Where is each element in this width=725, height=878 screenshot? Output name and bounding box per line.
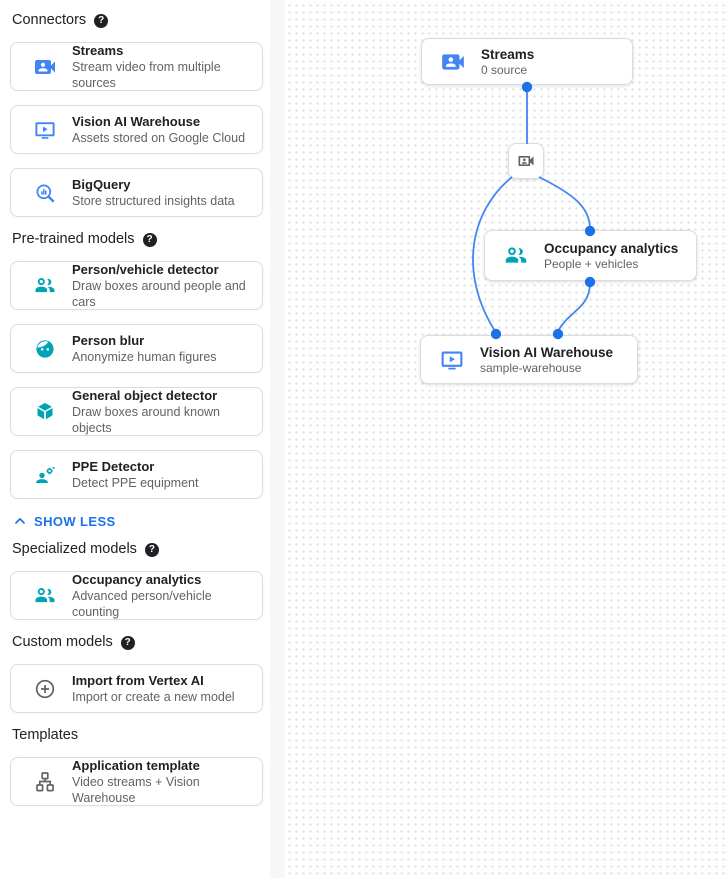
palette-card-vision-ai-warehouse[interactable]: Vision AI Warehouse Assets stored on Goo… — [10, 105, 263, 154]
graph-node-occupancy-analytics[interactable]: Occupancy analytics People + vehicles — [484, 230, 697, 281]
graph-node-stream-source[interactable] — [508, 143, 544, 179]
card-title: Streams — [72, 42, 124, 58]
section-templates: Templates Application template Video str… — [10, 727, 263, 806]
section-title: Connectors — [12, 12, 87, 28]
card-title: General object detector — [72, 387, 218, 403]
card-title: Vision AI Warehouse — [72, 113, 201, 129]
palette-card-import-from-vertex-ai[interactable]: Import from Vertex AI Import or create a… — [10, 664, 263, 713]
card-title: Import from Vertex AI — [72, 672, 204, 688]
palette-card-bigquery[interactable]: BigQuery Store structured insights data — [10, 168, 263, 217]
people-group-icon — [503, 243, 529, 269]
card-title: Application template — [72, 757, 200, 773]
people-group-icon — [33, 584, 57, 608]
sidebar-scrollbar[interactable] — [270, 0, 285, 878]
help-icon[interactable]: ? — [144, 542, 159, 557]
ppe-person-icon — [33, 463, 57, 487]
card-title: PPE Detector — [72, 458, 155, 474]
section-title: Templates — [12, 727, 79, 743]
help-icon[interactable]: ? — [94, 13, 109, 28]
card-subtitle: Store structured insights data — [72, 193, 235, 208]
edge-occupancy-to-warehouse — [557, 282, 591, 332]
component-palette-sidebar: Connectors ? Streams Stream video from m… — [0, 0, 270, 878]
video-camera-icon — [440, 49, 466, 75]
palette-card-person-vehicle-detector[interactable]: Person/vehicle detector Draw boxes aroun… — [10, 261, 263, 310]
graph-node-vision-ai-warehouse[interactable]: Vision AI Warehouse sample-warehouse — [420, 335, 638, 384]
section-connectors: Connectors ? Streams Stream video from m… — [10, 12, 263, 217]
node-subtitle: People + vehicles — [544, 256, 639, 271]
section-specialized-models: Specialized models ? Occupancy analytics… — [10, 541, 263, 620]
card-subtitle: Detect PPE equipment — [72, 475, 199, 490]
card-subtitle: Draw boxes around people and cars — [72, 278, 246, 309]
face-icon — [33, 337, 57, 361]
palette-card-ppe-detector[interactable]: PPE Detector Detect PPE equipment — [10, 450, 263, 499]
card-subtitle: Stream video from multiple sources — [72, 59, 221, 90]
help-icon[interactable]: ? — [142, 232, 157, 247]
graph-canvas[interactable]: Streams 0 source Occupancy analytics Peo… — [285, 0, 725, 878]
card-subtitle: Anonymize human figures — [72, 349, 217, 364]
plus-circle-icon — [33, 677, 57, 701]
warehouse-monitor-icon — [33, 118, 57, 142]
card-subtitle: Video streams + Vision Warehouse — [72, 774, 200, 805]
card-subtitle: Draw boxes around known objects — [72, 404, 220, 435]
edge-source-to-occupancy — [538, 176, 591, 230]
card-subtitle: Advanced person/vehicle counting — [72, 588, 212, 619]
card-title: BigQuery — [72, 176, 131, 192]
people-group-icon — [33, 274, 57, 298]
section-title: Specialized models — [12, 541, 137, 557]
chevron-up-icon — [12, 513, 28, 529]
video-camera-icon — [33, 55, 57, 79]
show-less-link[interactable]: SHOW LESS — [12, 513, 263, 529]
node-subtitle: sample-warehouse — [480, 360, 582, 375]
card-subtitle: Import or create a new model — [72, 689, 235, 704]
show-less-label: SHOW LESS — [34, 513, 116, 529]
warehouse-monitor-icon — [439, 347, 465, 373]
card-title: Person blur — [72, 332, 145, 348]
bigquery-icon — [33, 181, 57, 205]
palette-card-general-object-detector[interactable]: General object detector Draw boxes aroun… — [10, 387, 263, 436]
palette-card-person-blur[interactable]: Person blur Anonymize human figures — [10, 324, 263, 373]
cube-icon — [33, 400, 57, 424]
section-title: Pre-trained models — [12, 231, 135, 247]
graph-edges — [472, 81, 596, 340]
section-title: Custom models — [12, 634, 113, 650]
section-pretrained-models: Pre-trained models ? Person/vehicle dete… — [10, 231, 263, 529]
node-subtitle: 0 source — [481, 62, 528, 77]
palette-card-streams[interactable]: Streams Stream video from multiple sourc… — [10, 42, 263, 91]
section-custom-models: Custom models ? Import from Vertex AI Im… — [10, 634, 263, 713]
help-icon[interactable]: ? — [120, 635, 135, 650]
card-title: Occupancy analytics — [72, 571, 202, 587]
node-title: Streams — [481, 46, 535, 62]
node-title: Vision AI Warehouse — [480, 344, 614, 360]
flow-template-icon — [33, 770, 57, 794]
video-camera-outline-icon — [516, 151, 536, 171]
graph-node-streams[interactable]: Streams 0 source — [421, 38, 633, 85]
card-title: Person/vehicle detector — [72, 261, 219, 277]
card-subtitle: Assets stored on Google Cloud — [72, 130, 246, 145]
node-title: Occupancy analytics — [544, 240, 679, 256]
palette-card-application-template[interactable]: Application template Video streams + Vis… — [10, 757, 263, 806]
palette-card-occupancy-analytics[interactable]: Occupancy analytics Advanced person/vehi… — [10, 571, 263, 620]
